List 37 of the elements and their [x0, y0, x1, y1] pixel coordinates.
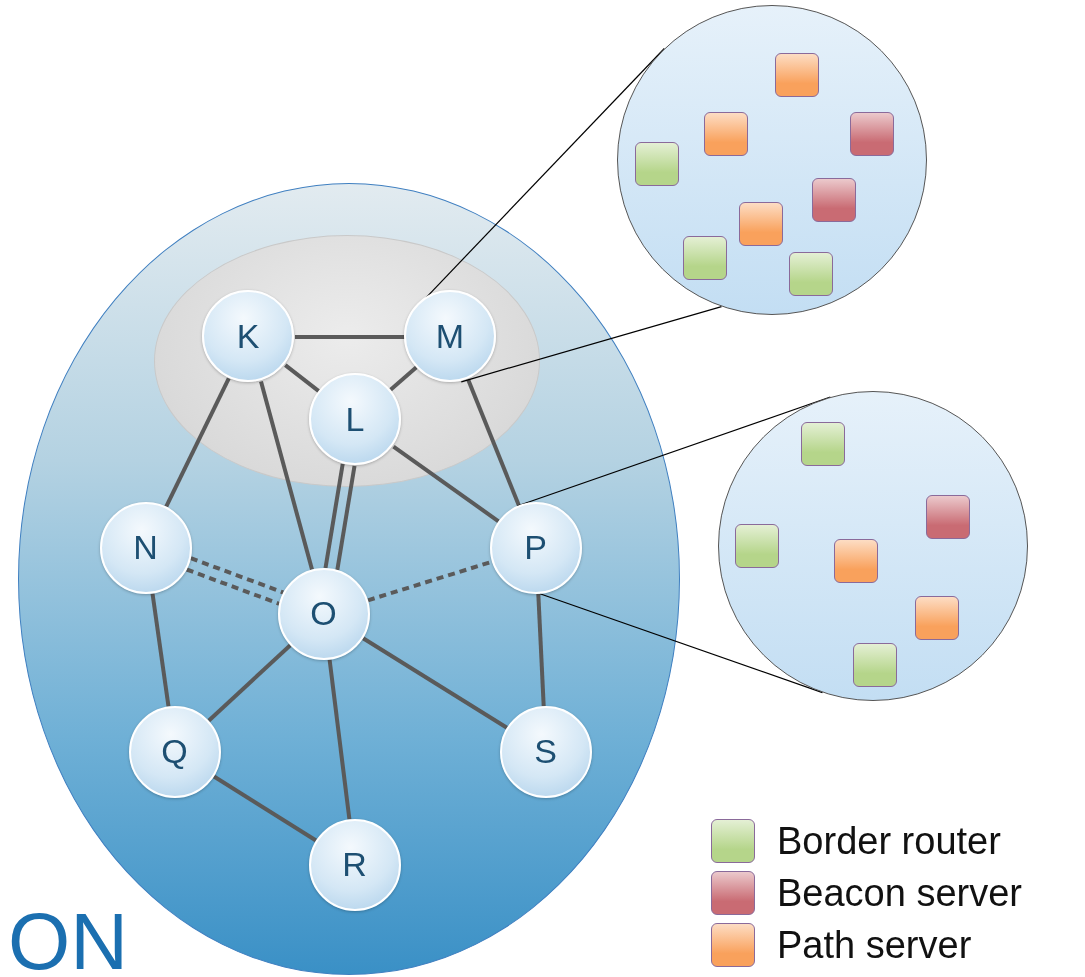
link-line [327, 659, 352, 820]
node-label: O [310, 594, 337, 633]
link-line [284, 363, 321, 394]
dashed-link [367, 559, 493, 603]
link-line [323, 463, 345, 569]
link-line [150, 593, 171, 707]
link-line [466, 378, 521, 507]
dashed-link [190, 556, 284, 595]
domain-title: ON [8, 902, 128, 977]
node-label: R [342, 845, 367, 884]
network-node [277, 567, 370, 660]
node-label: S [534, 732, 557, 771]
node-label: N [133, 528, 158, 567]
legend-label: Beacon server [777, 874, 1022, 912]
link-line [389, 365, 418, 392]
node-label: L [345, 399, 365, 439]
leader-line [539, 593, 824, 694]
link-line [335, 465, 357, 571]
node-label: P [524, 528, 547, 567]
network-node [404, 290, 496, 382]
link-line [295, 335, 405, 339]
link-line [536, 593, 546, 707]
link-line [164, 377, 231, 508]
link-line [207, 643, 292, 723]
network-node [309, 373, 401, 465]
link-line [212, 774, 318, 843]
leader-line [460, 306, 723, 383]
link-line [392, 445, 500, 523]
link-line [362, 636, 508, 730]
link-line [259, 380, 314, 571]
legend-label: Border router [777, 822, 1001, 860]
node-label: M [435, 316, 465, 356]
node-label: K [236, 316, 260, 356]
node-label: Q [161, 732, 188, 771]
legend-label: Path server [777, 926, 972, 964]
dashed-link [186, 567, 280, 606]
network-node [202, 290, 294, 382]
